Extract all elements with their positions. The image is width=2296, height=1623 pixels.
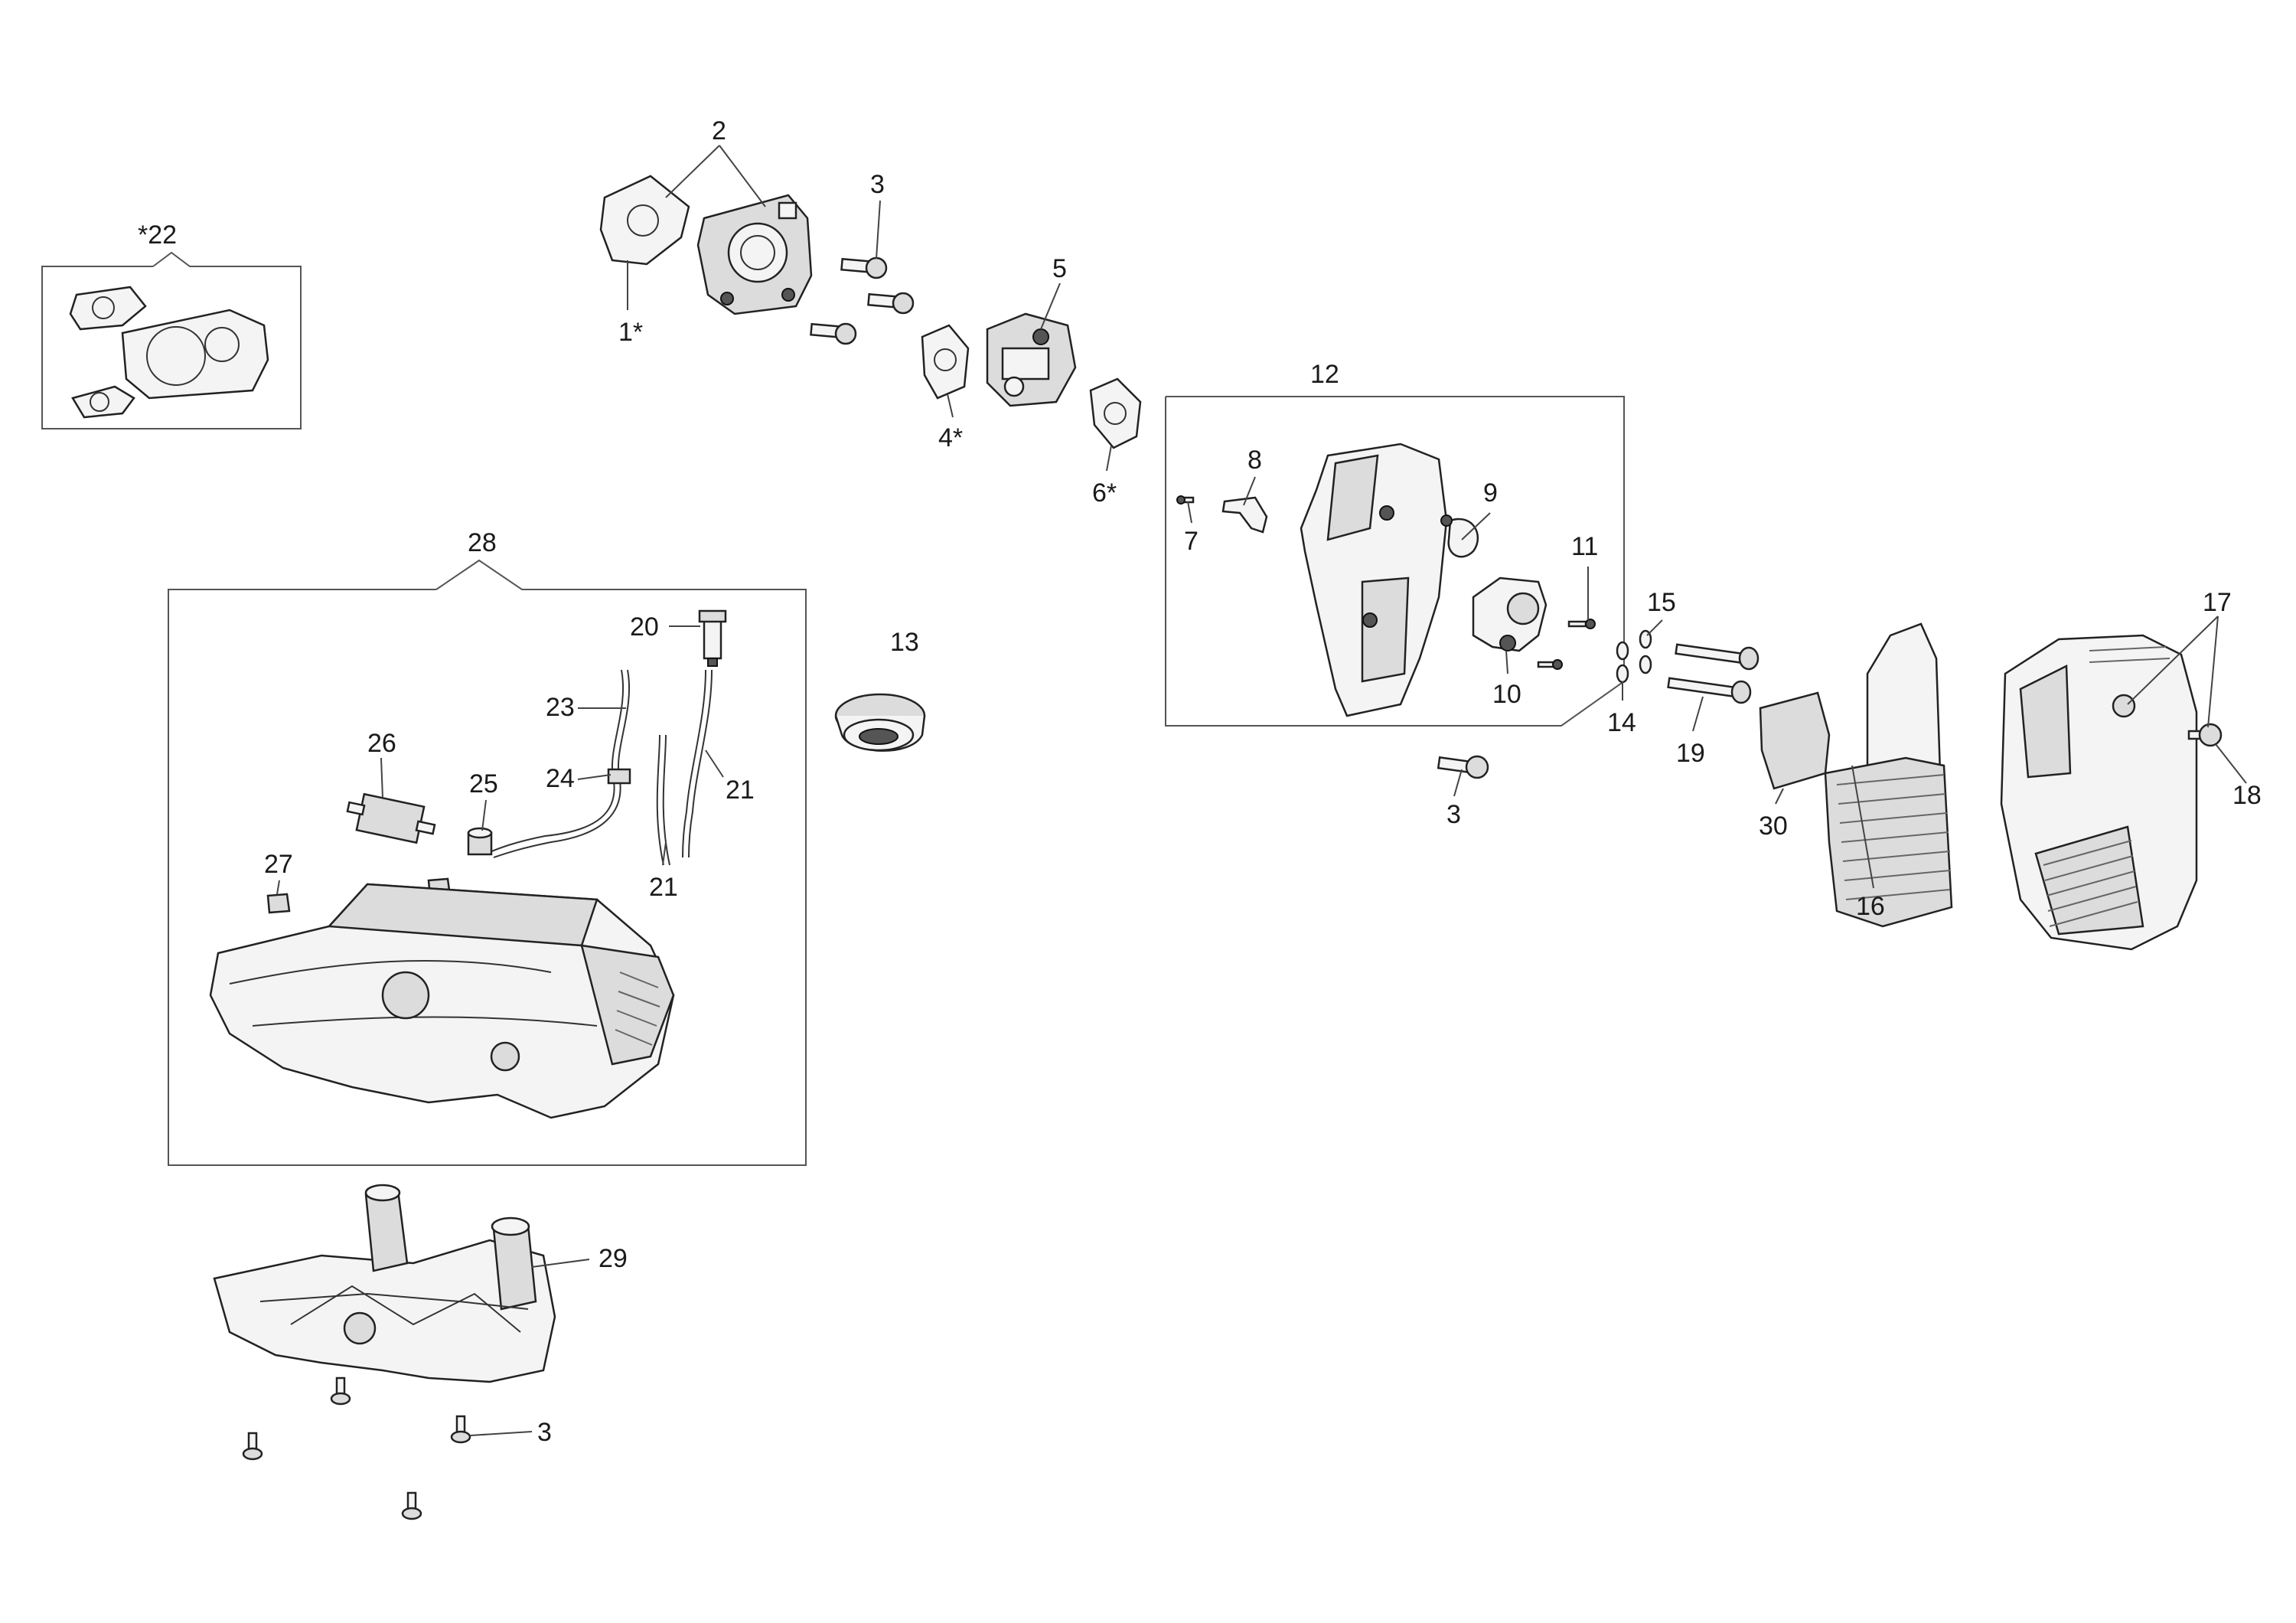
filter-cover-17 xyxy=(2000,634,2198,951)
fuel-line-21b xyxy=(688,669,713,858)
callout-6: 6* xyxy=(1092,478,1117,508)
callout-21-right: 21 xyxy=(726,776,755,805)
screw-11 xyxy=(1567,619,1596,629)
callout-28: 28 xyxy=(468,528,497,557)
gasket-kit-group xyxy=(41,251,302,429)
flange-gasket-1 xyxy=(599,175,690,266)
callout-13: 13 xyxy=(890,628,919,657)
carburetor-5 xyxy=(986,312,1077,407)
callout-15: 15 xyxy=(1647,588,1676,617)
flange-screws-3 xyxy=(810,256,915,345)
callout-2: 2 xyxy=(712,116,726,145)
grommet-25 xyxy=(467,827,493,856)
callout-4: 4* xyxy=(938,423,963,452)
pre-filter-30 xyxy=(1759,691,1831,790)
gasket-kit-frame xyxy=(41,251,302,429)
choke-lever-8 xyxy=(1221,496,1268,534)
air-filter-base-group xyxy=(1165,396,1625,727)
fuel-line-21a xyxy=(662,734,670,866)
intake-flange-assembly xyxy=(599,175,915,345)
callout-12: 12 xyxy=(1310,360,1339,389)
callout-21-left: 21 xyxy=(649,873,678,902)
screw-7 xyxy=(1176,495,1195,505)
callout-9: 9 xyxy=(1483,478,1498,508)
callout-25: 25 xyxy=(469,769,498,798)
callout-1: 1* xyxy=(618,318,643,347)
callout-30: 30 xyxy=(1759,812,1788,841)
callout-19: 19 xyxy=(1676,739,1705,768)
callout-14: 14 xyxy=(1607,708,1636,737)
washers-14 xyxy=(1616,641,1629,684)
fuel-filter-26 xyxy=(346,792,436,844)
callout-16: 16 xyxy=(1856,892,1885,921)
gasket-set-22 xyxy=(69,286,269,419)
callout-22: *22 xyxy=(138,220,177,250)
rubber-boot-13 xyxy=(834,693,926,752)
callout-11: 11 xyxy=(1571,532,1598,561)
callout-17: 17 xyxy=(2203,588,2232,617)
fuel-cap-valve-20 xyxy=(698,609,727,667)
long-screws-19 xyxy=(1667,643,1760,704)
fuel-hose-23-24 xyxy=(493,669,631,858)
carb-gasket-4 xyxy=(921,324,970,400)
cover-knob-18 xyxy=(2187,723,2223,747)
callout-3-mid: 3 xyxy=(1446,800,1461,829)
leader-lines xyxy=(276,145,2247,1436)
air-filter-base-frame xyxy=(1165,396,1625,727)
callout-20: 20 xyxy=(630,612,659,642)
screw-10b xyxy=(1537,659,1563,670)
callout-7: 7 xyxy=(1184,527,1199,556)
callout-labels: *22 2 1* 3 5 4* 6* 12 7 8 9 11 10 15 14 … xyxy=(138,116,2262,1447)
callout-23: 23 xyxy=(546,693,575,722)
fuel-tank-group xyxy=(168,559,807,1166)
fuel-tank-28 xyxy=(209,883,675,1119)
callout-26: 26 xyxy=(367,729,396,758)
choke-housing-10 xyxy=(1472,576,1548,652)
callout-3-top: 3 xyxy=(870,170,885,199)
callout-10: 10 xyxy=(1492,680,1521,709)
carb-gasket-6 xyxy=(1089,377,1142,449)
hose-connector-24 xyxy=(607,768,631,785)
callout-18: 18 xyxy=(2232,781,2262,810)
crankcase-base-29 xyxy=(213,1184,556,1383)
callout-24: 24 xyxy=(546,764,575,793)
callout-29: 29 xyxy=(598,1244,628,1273)
callout-8: 8 xyxy=(1247,446,1262,475)
air-filter-16 xyxy=(1824,622,1953,928)
callout-3-bottom: 3 xyxy=(537,1418,552,1447)
callout-27: 27 xyxy=(264,850,293,879)
base-screws-3 xyxy=(242,1376,471,1520)
fuel-tank-frame xyxy=(168,559,807,1166)
callout-5: 5 xyxy=(1052,254,1067,283)
washers-15 xyxy=(1639,629,1652,674)
screw-3-filter-base xyxy=(1437,755,1489,779)
filter-base-12 xyxy=(1300,442,1448,717)
